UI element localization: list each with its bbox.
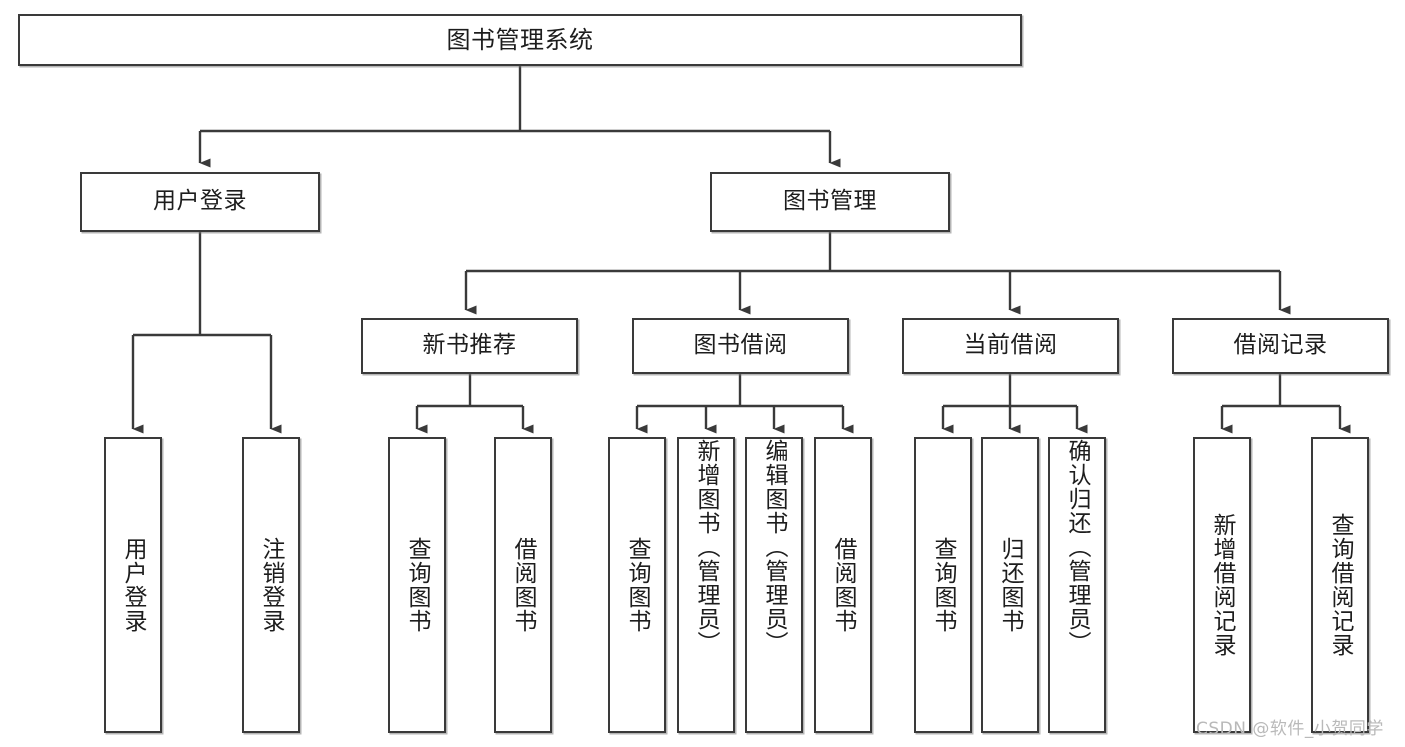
node-borrow-record[interactable]: 借阅记录	[1172, 318, 1389, 374]
leaf-record-add-record[interactable]: 新增借阅记录	[1193, 437, 1251, 733]
leaf-recommend-query-book-label: 查询图书	[404, 537, 431, 633]
leaf-current-confirm-return[interactable]: 确认归还（管理员）	[1048, 437, 1106, 733]
node-root-label: 图书管理系统	[446, 25, 594, 54]
leaf-recommend-borrow-book[interactable]: 借阅图书	[494, 437, 552, 733]
node-new-book-recommend[interactable]: 新书推荐	[361, 318, 578, 374]
leaf-current-query-book[interactable]: 查询图书	[914, 437, 972, 733]
leaf-record-query-record[interactable]: 查询借阅记录	[1311, 437, 1369, 733]
node-book-borrow[interactable]: 图书借阅	[632, 318, 849, 374]
leaf-current-return-book[interactable]: 归还图书	[981, 437, 1039, 733]
leaf-user-login-login-label: 用户登录	[120, 537, 147, 633]
node-current-borrow-label: 当前借阅	[963, 332, 1058, 359]
node-user-login[interactable]: 用户登录	[80, 172, 320, 232]
leaf-record-query-record-label: 查询借阅记录	[1327, 513, 1354, 657]
leaf-record-add-record-label: 新增借阅记录	[1209, 513, 1236, 657]
leaf-borrow-edit-book-label: 编辑图书（管理员）	[761, 439, 788, 655]
leaf-user-login-logout[interactable]: 注销登录	[242, 437, 300, 733]
watermark: CSDN @软件_小贺同学	[1196, 719, 1384, 739]
leaf-borrow-borrow-book-label: 借阅图书	[830, 537, 857, 633]
leaf-current-query-book-label: 查询图书	[930, 537, 957, 633]
node-book-management[interactable]: 图书管理	[710, 172, 950, 232]
leaf-borrow-add-book-label: 新增图书（管理员）	[693, 439, 720, 655]
leaf-recommend-borrow-book-label: 借阅图书	[510, 537, 537, 633]
node-current-borrow[interactable]: 当前借阅	[902, 318, 1119, 374]
leaf-borrow-query-book-label: 查询图书	[624, 537, 651, 633]
node-new-book-recommend-label: 新书推荐	[422, 332, 517, 359]
leaf-user-login-login[interactable]: 用户登录	[104, 437, 162, 733]
leaf-current-return-book-label: 归还图书	[997, 537, 1024, 633]
leaf-current-confirm-return-label: 确认归还（管理员）	[1064, 439, 1091, 655]
node-root[interactable]: 图书管理系统	[18, 14, 1022, 66]
leaf-borrow-query-book[interactable]: 查询图书	[608, 437, 666, 733]
leaf-borrow-edit-book[interactable]: 编辑图书（管理员）	[745, 437, 803, 733]
leaf-borrow-borrow-book[interactable]: 借阅图书	[814, 437, 872, 733]
leaf-borrow-add-book[interactable]: 新增图书（管理员）	[677, 437, 735, 733]
node-user-login-label: 用户登录	[153, 188, 247, 215]
leaf-recommend-query-book[interactable]: 查询图书	[388, 437, 446, 733]
node-book-borrow-label: 图书借阅	[693, 332, 788, 359]
node-book-management-label: 图书管理	[783, 188, 877, 215]
node-borrow-record-label: 借阅记录	[1233, 332, 1328, 359]
leaf-user-login-logout-label: 注销登录	[258, 537, 285, 633]
